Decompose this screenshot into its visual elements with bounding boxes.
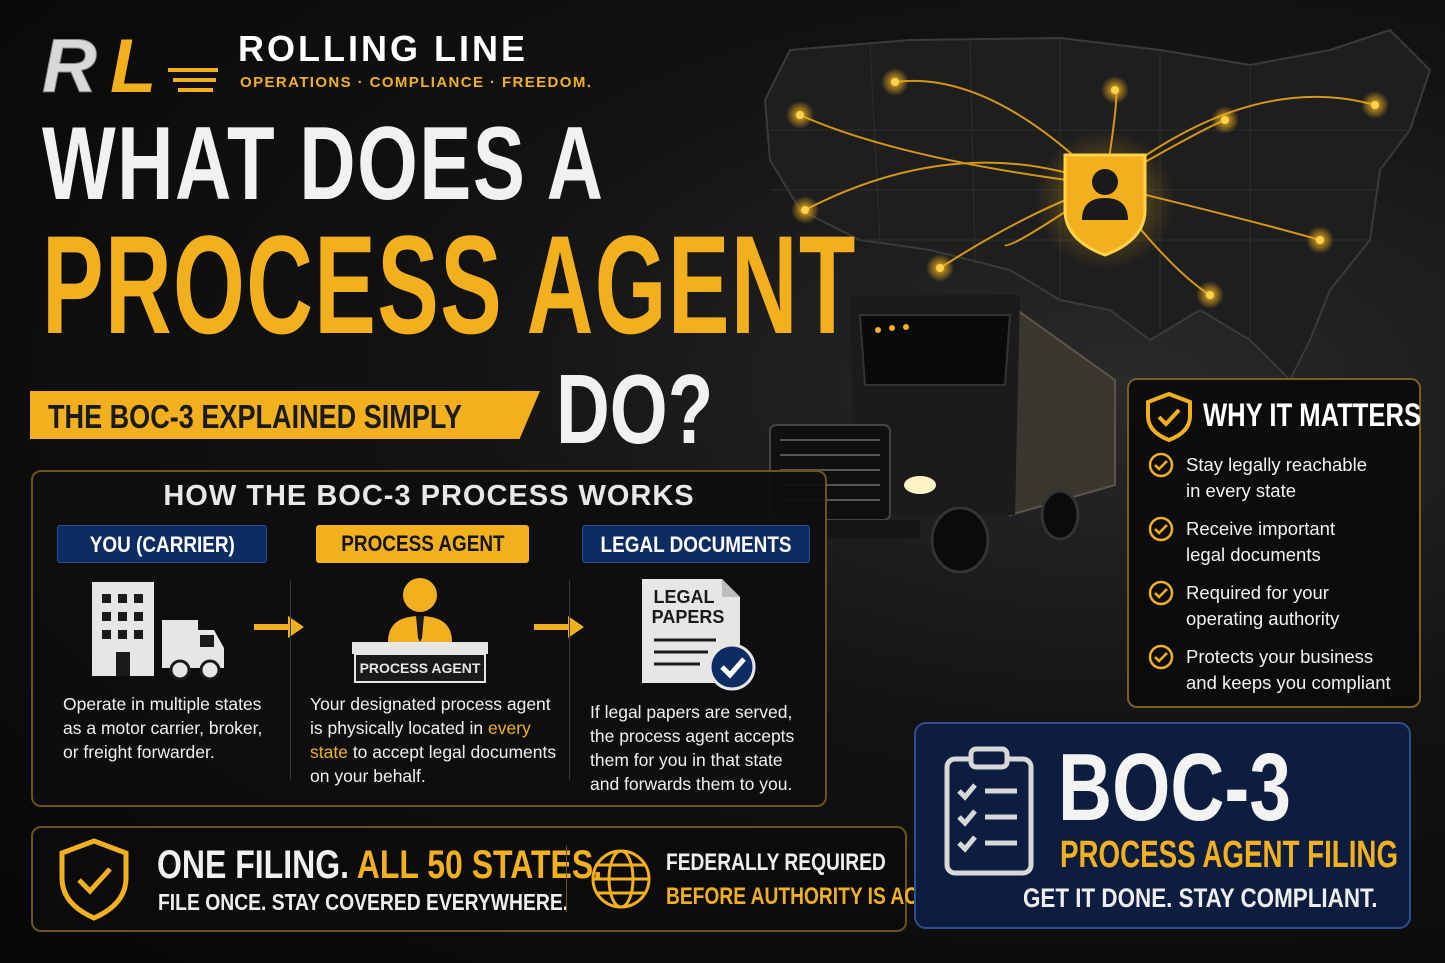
boc3-title: BOC-3	[1058, 734, 1291, 841]
building-truck-icon	[92, 582, 224, 680]
strip-divider	[566, 846, 567, 912]
step-description-process-agent: Your designated process agent is physica…	[310, 694, 557, 786]
check-circle-icon	[1148, 516, 1174, 542]
legal-papers-icon: LEGAL PAPERS	[642, 579, 756, 691]
semi-truck-illustration	[760, 295, 1116, 574]
us-map-network-illustration	[763, 28, 1432, 382]
subtitle-text: THE BOC-3 EXPLAINED SIMPLY	[48, 398, 462, 435]
clipboard-checklist-icon	[944, 746, 1034, 876]
filing-headline: ONE FILING. ALL 50 STATES.	[157, 843, 603, 887]
rolling-line-logo: R L	[42, 30, 218, 100]
svg-text:R: R	[42, 30, 97, 100]
step-description-carrier: Operate in multiple states as a motor ca…	[63, 694, 263, 762]
federal-required-text: FEDERALLY REQUIRED	[666, 849, 886, 876]
step-divider	[569, 580, 570, 780]
brand-name: ROLLING LINE	[238, 28, 528, 69]
step-label-legal-documents: LEGAL DOCUMENTS	[582, 525, 810, 563]
shield-check-icon	[1146, 392, 1192, 442]
step-label-carrier: YOU (CARRIER)	[57, 525, 267, 563]
boc3-subtitle: PROCESS AGENT FILING	[1060, 834, 1399, 876]
paper-text-line-2: PAPERS	[652, 607, 725, 627]
check-circle-icon	[1148, 452, 1174, 478]
paper-text-line-1: LEGAL	[654, 587, 715, 607]
desk-sign-text: PROCESS AGENT	[360, 660, 481, 676]
headline-line-2: PROCESS AGENT	[42, 206, 857, 363]
check-circle-icon	[1148, 580, 1174, 606]
bottom-strip	[31, 826, 907, 932]
boc3-cta: GET IT DONE. STAY COMPLIANT.	[1023, 883, 1378, 913]
arrow-right-icon	[534, 616, 584, 638]
check-circle-icon	[1148, 644, 1174, 670]
step-divider	[290, 580, 291, 780]
globe-icon	[591, 849, 651, 909]
svg-text:L: L	[110, 30, 156, 100]
step-description-legal-documents: If legal papers are served, the process …	[590, 702, 795, 794]
before-authority-text: BEFORE AUTHORITY IS ACTIVE	[666, 883, 961, 910]
arrow-right-icon	[254, 616, 304, 638]
shield-check-icon	[59, 838, 129, 921]
step-label-process-agent: PROCESS AGENT	[316, 525, 529, 563]
process-title: HOW THE BOC-3 PROCESS WORKS	[163, 480, 695, 512]
headline-line-3: DO?	[556, 354, 714, 464]
why-it-matters-title: WHY IT MATTERS	[1203, 397, 1422, 433]
brand-tagline: OPERATIONS · COMPLIANCE · FREEDOM.	[240, 74, 593, 91]
why-it-matters-panel	[1127, 378, 1421, 708]
subtitle-banner	[30, 391, 540, 439]
agent-desk-icon: PROCESS AGENT	[352, 578, 488, 683]
filing-subline: FILE ONCE. STAY COVERED EVERYWHERE.	[158, 889, 569, 915]
headline-line-1: WHAT DOES A	[42, 106, 605, 222]
